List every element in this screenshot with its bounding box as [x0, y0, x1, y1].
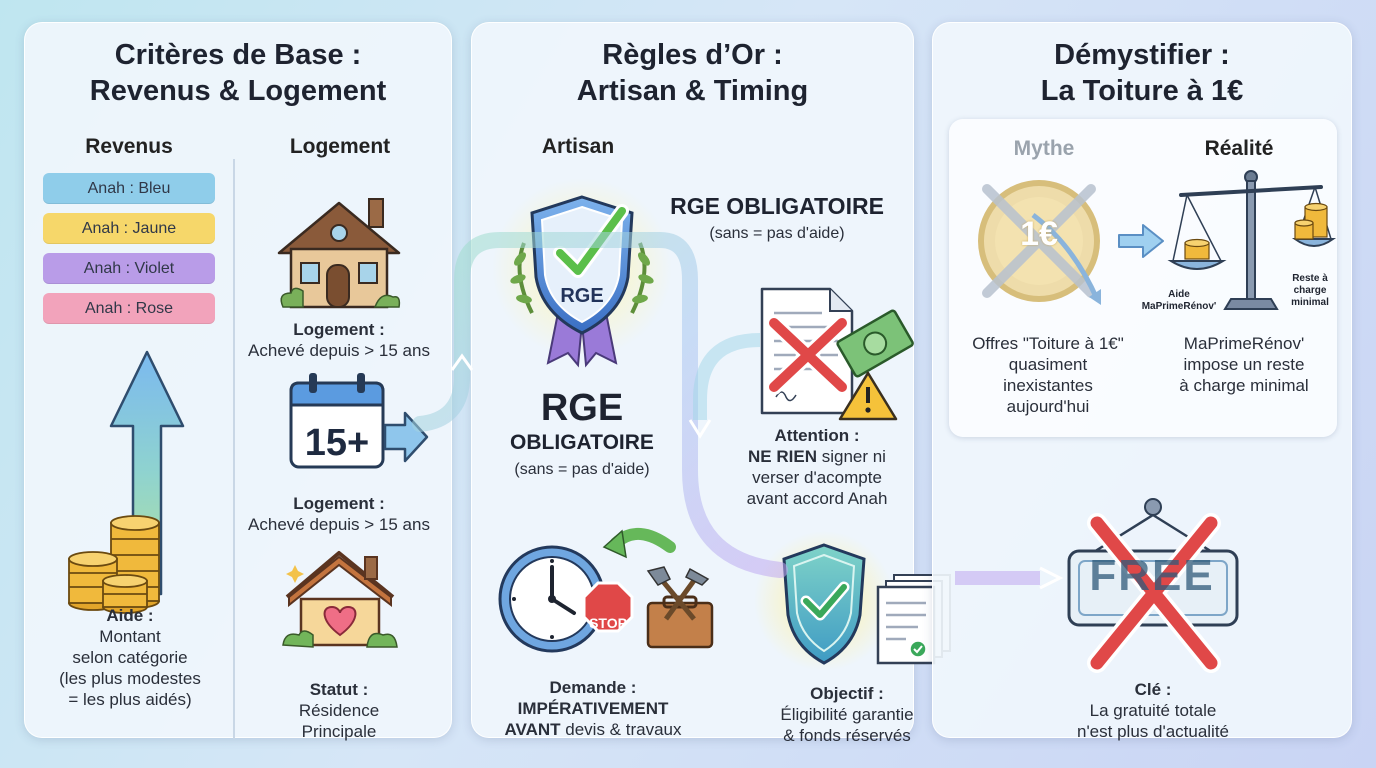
text-line: Offres "Toiture à 1€"	[972, 334, 1124, 353]
calendar-icon	[289, 373, 429, 469]
text-line: & fonds réservés	[783, 726, 911, 745]
text-line: charge	[1293, 285, 1327, 296]
category-pill: Anah : Jaune	[43, 213, 215, 244]
text-line: quasiment	[1008, 355, 1088, 374]
mythe-text: Offres "Toiture à 1€" quasiment inexistant…	[953, 333, 1143, 417]
text-line: minimal	[1291, 297, 1329, 308]
rge-obligatoire-heading: RGE OBLIGATOIRE	[670, 193, 884, 219]
no-contract-icon	[760, 287, 914, 421]
logement-age-text-1: Logement : Achevé depuis > 15 ans	[248, 320, 430, 360]
free-text: FREE	[1089, 551, 1215, 600]
arrow-right-icon	[1118, 224, 1164, 258]
text-line: MaPrimeRénov'	[1183, 334, 1305, 353]
panel-demystifier: Démystifier : La Toiture à 1€ Mythe Réal…	[932, 22, 1352, 741]
old-house-icon	[277, 198, 401, 309]
attention-text: Attention : NE RIEN signer ni verser d'a…	[746, 426, 888, 508]
text-line: Principale	[301, 722, 377, 741]
rge-shield-icon	[492, 178, 672, 368]
category-pill: Anah : Rose	[43, 293, 215, 324]
rge-sub-text-2: (sans = pas d'aide)	[514, 461, 650, 478]
text-line: Montant	[99, 627, 161, 646]
panel-title: Critères de Base : Revenus & Logement	[89, 39, 387, 107]
panel-criteres-de-base: Critères de Base : Revenus & Logement Re…	[24, 22, 452, 741]
heart-house-icon	[282, 551, 398, 648]
text-line: n'est plus d'actualité	[1076, 722, 1230, 741]
stop-text: STOP	[589, 615, 627, 631]
mythe-heading: Mythe	[1013, 137, 1075, 160]
text-line: La gratuité totale	[1089, 701, 1217, 720]
objectif-shield-icon	[754, 531, 951, 671]
text-line: selon catégorie	[72, 648, 188, 667]
logement-heading: Logement	[289, 135, 391, 158]
category-pill: Anah : Bleu	[43, 173, 215, 204]
text-line: (les plus modestes	[59, 669, 201, 688]
text-line: inexistantes	[1003, 376, 1093, 395]
obligatoire-text: OBLIGATOIRE	[510, 431, 654, 454]
text-line: à charge minimal	[1179, 376, 1309, 395]
realite-text: MaPrimeRénov' impose un reste à charge min…	[1149, 333, 1339, 396]
clock-stop-tools-icon	[498, 527, 714, 653]
coin-stack-icon	[68, 515, 160, 614]
crossed-coin-icon	[978, 180, 1101, 305]
category-pill: Anah : Violet	[43, 253, 215, 284]
realite-heading: Réalité	[1204, 137, 1274, 160]
demande-text: Demande : IMPÉRATIVEMENT AVANT devis & t…	[504, 678, 682, 739]
rge-big-text: RGE	[540, 387, 624, 429]
logement-age-text-2: Logement : Achevé depuis > 15 ans	[248, 494, 430, 534]
text-line: Résidence	[298, 701, 380, 720]
text-line: Éligibilité garantie	[780, 705, 914, 724]
panel-title: Démystifier : La Toiture à 1€	[1040, 39, 1244, 107]
aide-mpr-label: Aide MaPrimeRénov'	[1141, 289, 1217, 312]
revenus-heading: Revenus	[85, 135, 173, 158]
objectif-text: Objectif : Éligibilité garantie& fonds r…	[742, 683, 952, 746]
free-sign-crossed-icon	[1067, 498, 1239, 673]
text-line: impose un reste	[1183, 355, 1305, 374]
text-line: = les plus aidés)	[68, 690, 192, 709]
column-divider	[233, 159, 235, 739]
panel-title: Règles d’Or : Artisan & Timing	[576, 39, 809, 107]
myth-reality-box: Mythe Réalité 1€	[949, 119, 1337, 437]
rge-sub-text: (sans = pas d'aide)	[709, 225, 845, 242]
coin-text: 1€	[1020, 215, 1058, 253]
artisan-heading: Artisan	[541, 135, 615, 158]
rge-badge-text: RGE	[560, 285, 604, 307]
calendar-text: 15+	[304, 422, 370, 464]
text-line: aujourd'hui	[1006, 397, 1090, 416]
balance-scale-icon	[1167, 170, 1337, 310]
text-line: Reste à	[1292, 273, 1328, 284]
panel-regles-dor: Règles d’Or : Artisan & Timing Artisan	[471, 22, 951, 745]
